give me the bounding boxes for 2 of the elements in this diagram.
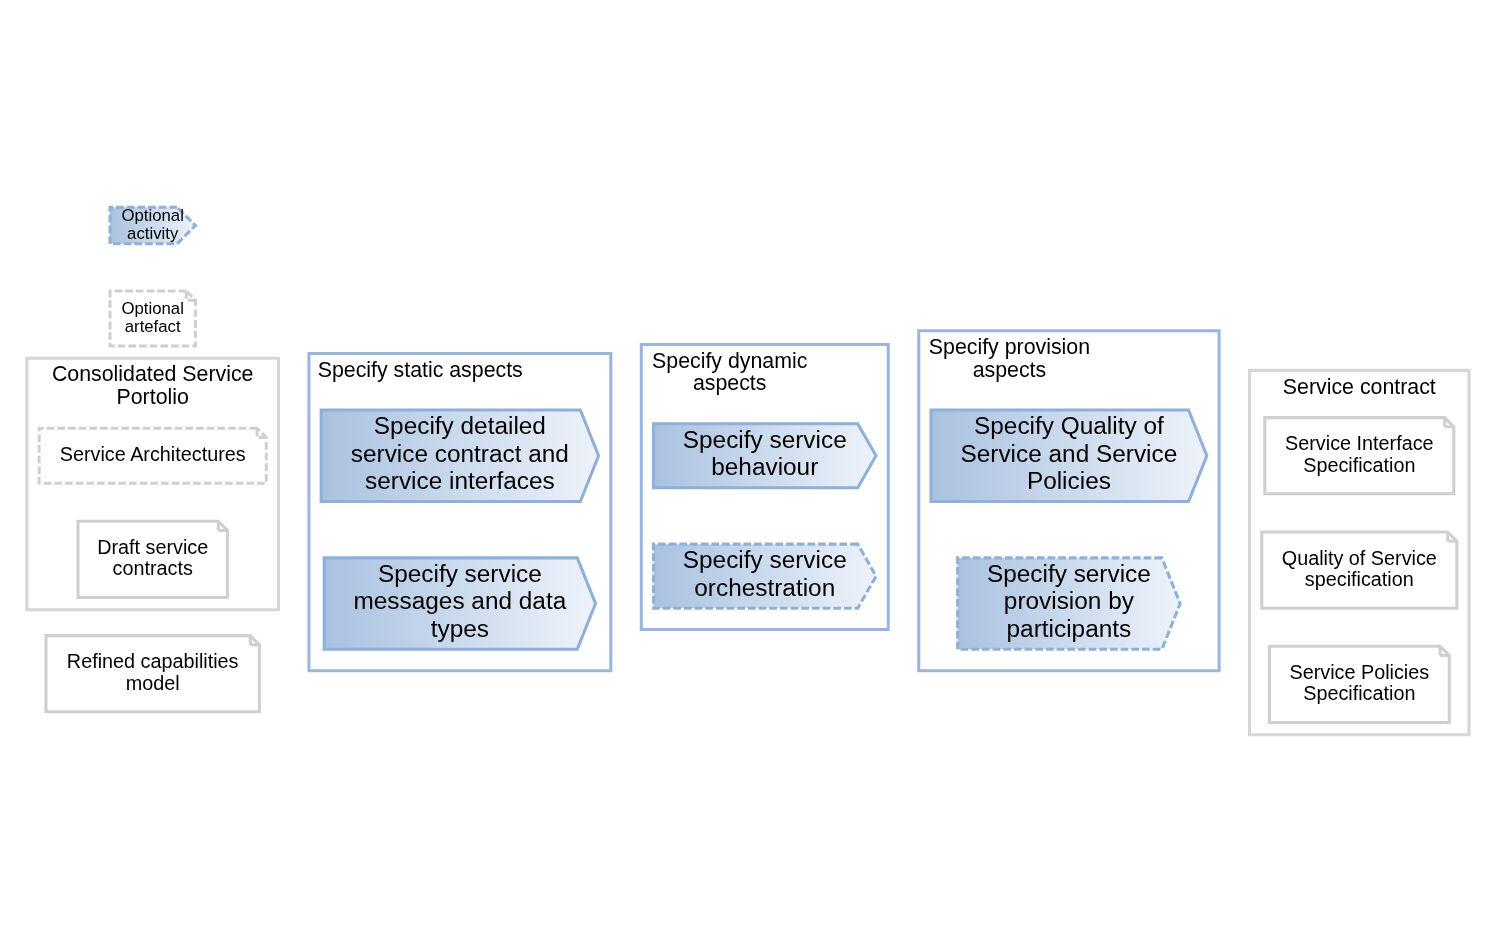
legend-label: Optional activity — [121, 205, 184, 243]
legend-label: Optional artefact — [121, 298, 184, 336]
